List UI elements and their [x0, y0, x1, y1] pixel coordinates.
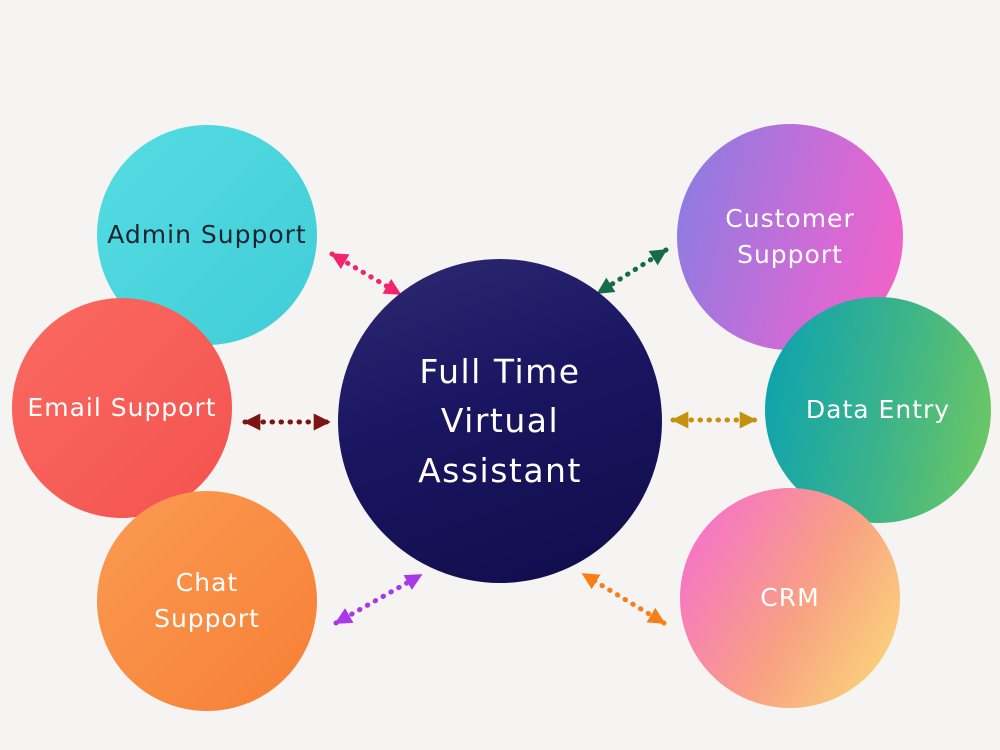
connector-admin-support — [329, 251, 403, 297]
center-node-label-line: Assistant — [418, 450, 582, 490]
node-label-line: Data Entry — [805, 394, 951, 424]
connector-chat-support — [333, 572, 424, 626]
node-label-line: Support — [154, 604, 260, 633]
node-crm: CRM — [680, 488, 900, 708]
node-label-line: Email Support — [27, 392, 217, 422]
node-label-line: Support — [737, 240, 843, 269]
node-chat-support: Chat Support — [97, 491, 317, 711]
node-label-line: Customer — [725, 203, 855, 233]
node-data-entry: Data Entry — [765, 297, 991, 523]
node-label-line: Admin Support — [107, 219, 307, 249]
node-label-line: Chat — [175, 567, 239, 597]
center-node-label-line: Full Time — [419, 351, 581, 391]
center-node-full-time-virtual-assistant: Full Time Virtual Assistant — [338, 259, 662, 583]
connector-customer-support — [595, 247, 669, 296]
connector-crm — [580, 571, 667, 626]
node-email-support: Email Support — [12, 298, 232, 518]
center-node-label-line: Virtual — [440, 401, 560, 441]
node-label-line: CRM — [760, 582, 820, 612]
